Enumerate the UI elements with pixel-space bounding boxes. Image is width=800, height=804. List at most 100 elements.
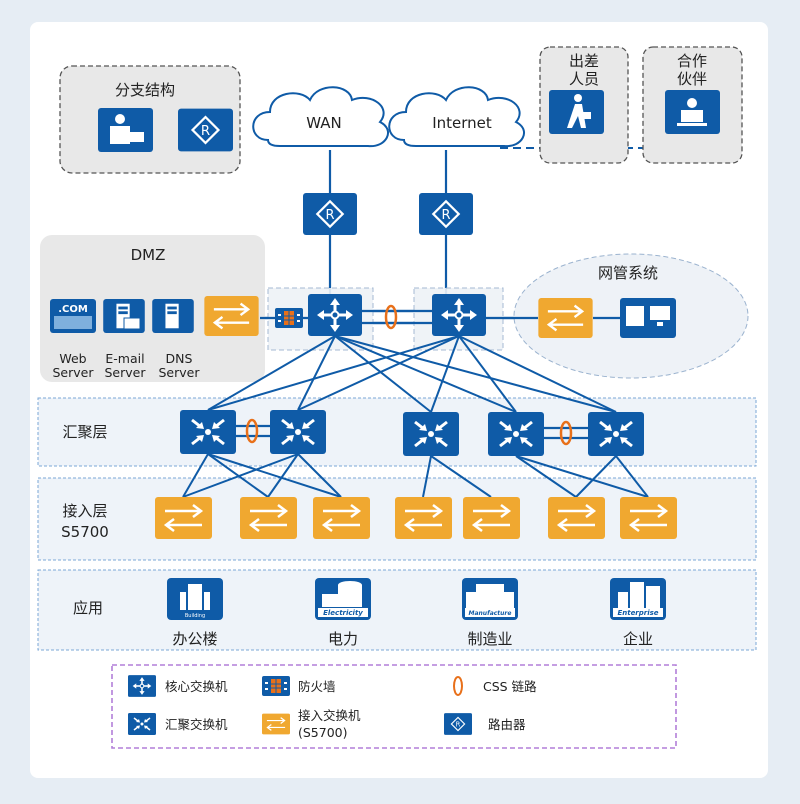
legend-agg-switch-label: 汇聚交换机 bbox=[165, 717, 228, 732]
branch-router-icon bbox=[178, 108, 233, 152]
link-agg5-acc6 bbox=[575, 455, 617, 498]
web-server-label-1: Web bbox=[59, 351, 86, 366]
nms-server-icon bbox=[620, 298, 676, 338]
legend-core-switch-icon bbox=[128, 675, 156, 697]
legend: 核心交换机 防火墙 CSS 链路 汇聚交换机 接入交换机 (S5700) 路由器 bbox=[111, 664, 677, 749]
link-core1-agg4 bbox=[334, 335, 517, 413]
nms-access-switch-icon bbox=[538, 298, 593, 338]
app-manufacturing: Manufacture 制造业 bbox=[462, 578, 518, 648]
aggregation-layer-label: 汇聚层 bbox=[62, 423, 107, 441]
link-agg2-acc3 bbox=[297, 453, 342, 498]
branch-user-icon bbox=[98, 108, 153, 152]
legend-router-label: 路由器 bbox=[488, 717, 526, 732]
app-label-manufacturing: 制造业 bbox=[467, 630, 512, 648]
access-switch-4-icon bbox=[395, 497, 452, 539]
dmz-access-switch-icon bbox=[204, 296, 259, 336]
partner-group: 合作 伙伴 bbox=[642, 46, 743, 164]
travel-label-1: 出差 bbox=[569, 52, 599, 70]
legend-core-switch-label: 核心交换机 bbox=[165, 679, 228, 694]
agg-switch-4-icon bbox=[488, 412, 544, 456]
link-agg2-acc1 bbox=[182, 453, 299, 498]
link-agg4-acc7 bbox=[515, 455, 649, 498]
internet-router-icon bbox=[419, 193, 473, 235]
legend-access-switch-label-1: 接入交换机 bbox=[298, 708, 361, 723]
app-label-electricity: 电力 bbox=[328, 630, 358, 648]
access-switch-3-icon bbox=[313, 497, 370, 539]
link-core1-agg3 bbox=[334, 335, 432, 413]
agg-switch-3-icon bbox=[403, 412, 459, 456]
app-office-building: Building 办公楼 bbox=[167, 578, 223, 648]
legend-router-icon bbox=[444, 713, 472, 735]
agg-switch-2-icon bbox=[270, 410, 326, 454]
link-core2-agg5 bbox=[458, 335, 617, 413]
access-layer-label-2: S5700 bbox=[61, 523, 109, 541]
app-electricity: Electricity 电力 bbox=[315, 578, 371, 648]
electricity-icon-text: Electricity bbox=[323, 609, 363, 617]
office-icon-text: Building bbox=[185, 613, 205, 619]
link-core2-agg4 bbox=[458, 335, 517, 413]
legend-css-link-label: CSS 链路 bbox=[483, 679, 537, 694]
legend-access-switch-icon bbox=[262, 713, 290, 735]
link-core2-agg3 bbox=[430, 335, 460, 413]
access-switch-6-icon bbox=[548, 497, 605, 539]
css-ring-core bbox=[384, 304, 398, 330]
aggregation-layer-band bbox=[37, 397, 757, 467]
web-server-icon-text: .COM bbox=[58, 304, 88, 315]
internet-label: Internet bbox=[432, 114, 492, 132]
link-agg2-acc2 bbox=[267, 453, 299, 498]
application-layer-label: 应用 bbox=[73, 599, 103, 617]
app-label-office: 办公楼 bbox=[172, 630, 217, 648]
link-core2-agg2 bbox=[297, 335, 460, 411]
link-agg3-acc4 bbox=[422, 455, 432, 498]
manufacture-icon-text: Manufacture bbox=[469, 610, 512, 617]
enterprise-icon-text: Enterprise bbox=[617, 609, 658, 617]
agg-switch-1-icon bbox=[180, 410, 236, 454]
partner-label-2: 伙伴 bbox=[677, 70, 707, 88]
branch-group: 分支结构 bbox=[59, 65, 241, 174]
email-server-label-2: Server bbox=[105, 365, 147, 380]
css-ring-agg-1 bbox=[245, 418, 259, 444]
link-agg5-acc7 bbox=[615, 455, 649, 498]
partner-user-icon bbox=[665, 90, 720, 134]
nms-group: 网管系统 bbox=[486, 253, 749, 379]
link-agg1-acc3 bbox=[207, 453, 342, 498]
email-server-label-1: E-mail bbox=[105, 351, 144, 366]
css-ring-agg-2 bbox=[559, 420, 573, 446]
link-agg1-acc1 bbox=[182, 453, 209, 498]
branch-title: 分支结构 bbox=[115, 81, 175, 99]
wan-cloud: WAN bbox=[252, 86, 389, 148]
dmz-title: DMZ bbox=[131, 246, 166, 264]
app-enterprise: Enterprise 企业 bbox=[610, 578, 666, 648]
link-core1-agg1 bbox=[207, 335, 336, 411]
web-server-icon: .COM bbox=[50, 299, 96, 333]
core-switch-1-icon bbox=[308, 294, 362, 336]
access-layer-label-1: 接入层 bbox=[62, 502, 107, 520]
firewall-icon bbox=[275, 308, 303, 328]
dns-server-label-1: DNS bbox=[166, 351, 193, 366]
dns-server-icon bbox=[152, 299, 194, 333]
wan-router-icon bbox=[303, 193, 357, 235]
access-switch-1-icon bbox=[155, 497, 212, 539]
wan-label: WAN bbox=[306, 114, 342, 132]
internet-cloud: Internet bbox=[388, 86, 525, 148]
app-label-enterprise: 企业 bbox=[623, 630, 653, 648]
link-core1-agg5 bbox=[334, 335, 617, 413]
web-server-label-2: Server bbox=[53, 365, 95, 380]
core-switch-2-icon bbox=[432, 294, 486, 336]
dmz-group: DMZ .COM Web Server E-mail Server DNS Se… bbox=[40, 235, 265, 382]
access-switch-2-icon bbox=[240, 497, 297, 539]
agg-switch-5-icon bbox=[588, 412, 644, 456]
mobile-user-icon bbox=[549, 90, 604, 134]
nms-title: 网管系统 bbox=[598, 264, 658, 282]
link-core1-agg2 bbox=[297, 335, 336, 411]
legend-firewall-label: 防火墙 bbox=[298, 679, 336, 694]
link-agg3-acc5 bbox=[430, 455, 492, 498]
travel-label-2: 人员 bbox=[569, 70, 599, 88]
legend-firewall-icon bbox=[262, 676, 290, 696]
dns-server-label-2: Server bbox=[159, 365, 201, 380]
legend-access-switch-label-2: (S5700) bbox=[298, 725, 348, 740]
access-switch-5-icon bbox=[463, 497, 520, 539]
partner-label-1: 合作 bbox=[677, 52, 707, 70]
legend-css-ring-icon bbox=[453, 676, 463, 696]
